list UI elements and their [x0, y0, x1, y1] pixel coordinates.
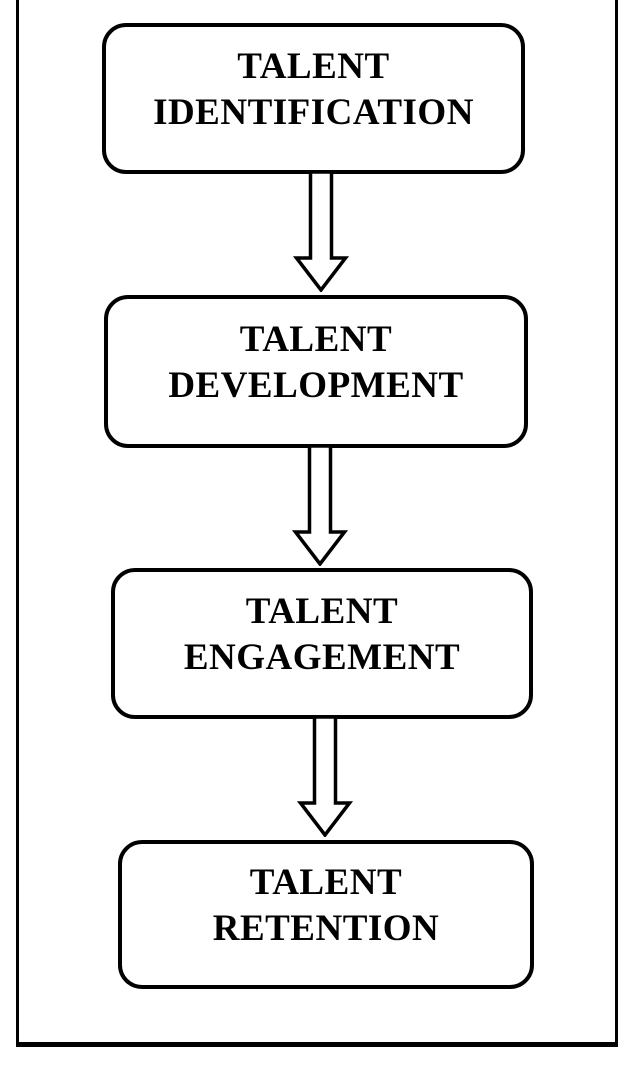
- box-label-line: RETENTION: [212, 907, 440, 949]
- flow-box-talent-identification: TALENT IDENTIFICATION: [102, 23, 525, 174]
- down-arrow-icon: [292, 170, 350, 292]
- flow-box-talent-engagement: TALENT ENGAGEMENT: [111, 568, 533, 719]
- down-arrow-icon: [291, 444, 349, 566]
- box-label-line: TALENT: [237, 46, 390, 88]
- box-label-line: TALENT: [245, 591, 399, 633]
- box-label-line: TALENT: [249, 862, 403, 904]
- flow-box-talent-development: TALENT DEVELOPMENT: [104, 295, 528, 448]
- box-label-line: ENGAGEMENT: [183, 636, 461, 678]
- down-arrow-icon: [296, 715, 354, 837]
- box-label-line: IDENTIFICATION: [153, 91, 474, 133]
- outer-frame: [16, 0, 618, 1047]
- box-label-line: DEVELOPMENT: [168, 364, 464, 406]
- box-label-line: TALENT: [239, 319, 393, 361]
- flow-box-talent-retention: TALENT RETENTION: [118, 840, 534, 989]
